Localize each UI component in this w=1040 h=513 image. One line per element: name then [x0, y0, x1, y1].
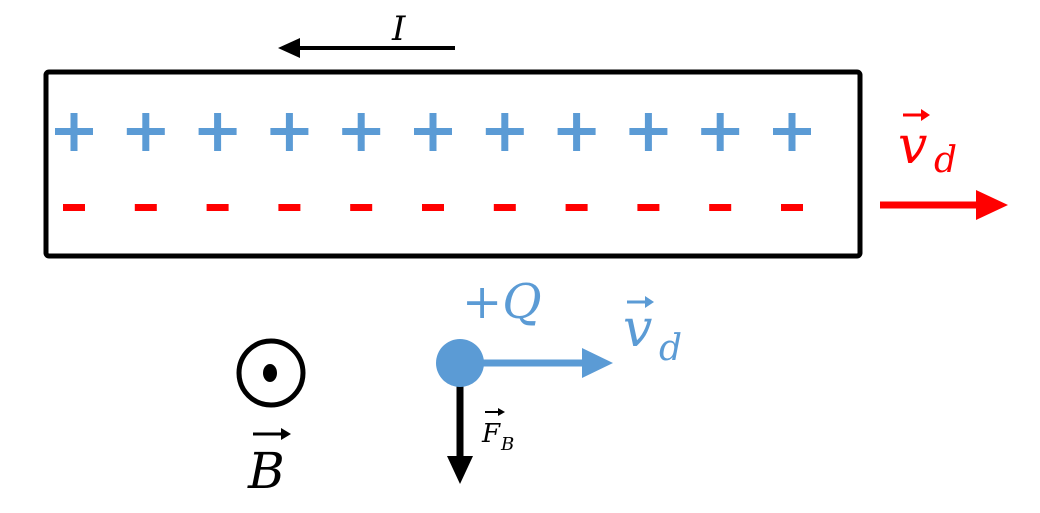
negative-charge-icon	[709, 204, 732, 211]
positive-charge-icon	[55, 113, 93, 151]
vector-arrow-icon	[903, 109, 930, 121]
current-label: I	[391, 9, 406, 49]
negative-charge-icon	[134, 204, 157, 211]
positive-charge-icon	[270, 113, 309, 151]
velocity-subscript: d	[659, 328, 682, 369]
test-charge	[436, 339, 484, 387]
negative-charge-icon	[422, 204, 444, 211]
positive-charge-icon	[773, 113, 811, 151]
force-subscript: B	[500, 434, 514, 455]
positive-charge-icon	[126, 113, 165, 151]
charge-label: +Q	[462, 274, 542, 330]
negative-charge-icon	[206, 204, 229, 211]
velocity-subscript: d	[934, 140, 957, 181]
negative-charge-icon	[350, 204, 373, 211]
electron-drift-velocity-label: v d	[898, 109, 957, 181]
positive-charge-icon	[557, 113, 596, 151]
positive-charge-icon	[629, 113, 668, 151]
positive-charge-icon	[701, 113, 740, 151]
positive-charge-icon	[485, 113, 524, 151]
positive-charge-icon	[414, 113, 452, 151]
magnetic-force-arrow	[447, 380, 473, 484]
vector-arrow-icon	[253, 428, 291, 440]
force-symbol: F	[481, 419, 501, 449]
negative-charge-icon	[781, 204, 803, 211]
negative-charge-icon	[493, 204, 516, 211]
negative-charge-icon	[565, 204, 588, 211]
negative-charge-icon	[63, 204, 85, 211]
conductor-strip	[43, 69, 863, 259]
positive-charges-row	[55, 113, 811, 151]
vector-arrow-icon	[627, 296, 654, 308]
positive-charge-icon	[198, 113, 237, 151]
negative-charges-row	[63, 204, 803, 211]
electron-drift-velocity-arrow	[880, 190, 1008, 220]
positive-charge-icon	[342, 113, 381, 151]
charge-velocity-arrow	[468, 348, 613, 378]
field-symbol: B	[247, 442, 285, 500]
current-arrow	[278, 38, 455, 58]
vector-arrow-icon	[485, 408, 505, 416]
magnetic-force-label: F B	[481, 408, 514, 455]
negative-charge-icon	[637, 204, 660, 211]
velocity-symbol: v	[623, 299, 652, 359]
charge-velocity-label: v d	[623, 296, 682, 369]
velocity-symbol: v	[898, 116, 927, 176]
negative-charge-icon	[278, 204, 301, 211]
magnetic-field-out-of-page-icon	[236, 338, 306, 408]
magnetic-field-label: B	[247, 428, 291, 500]
